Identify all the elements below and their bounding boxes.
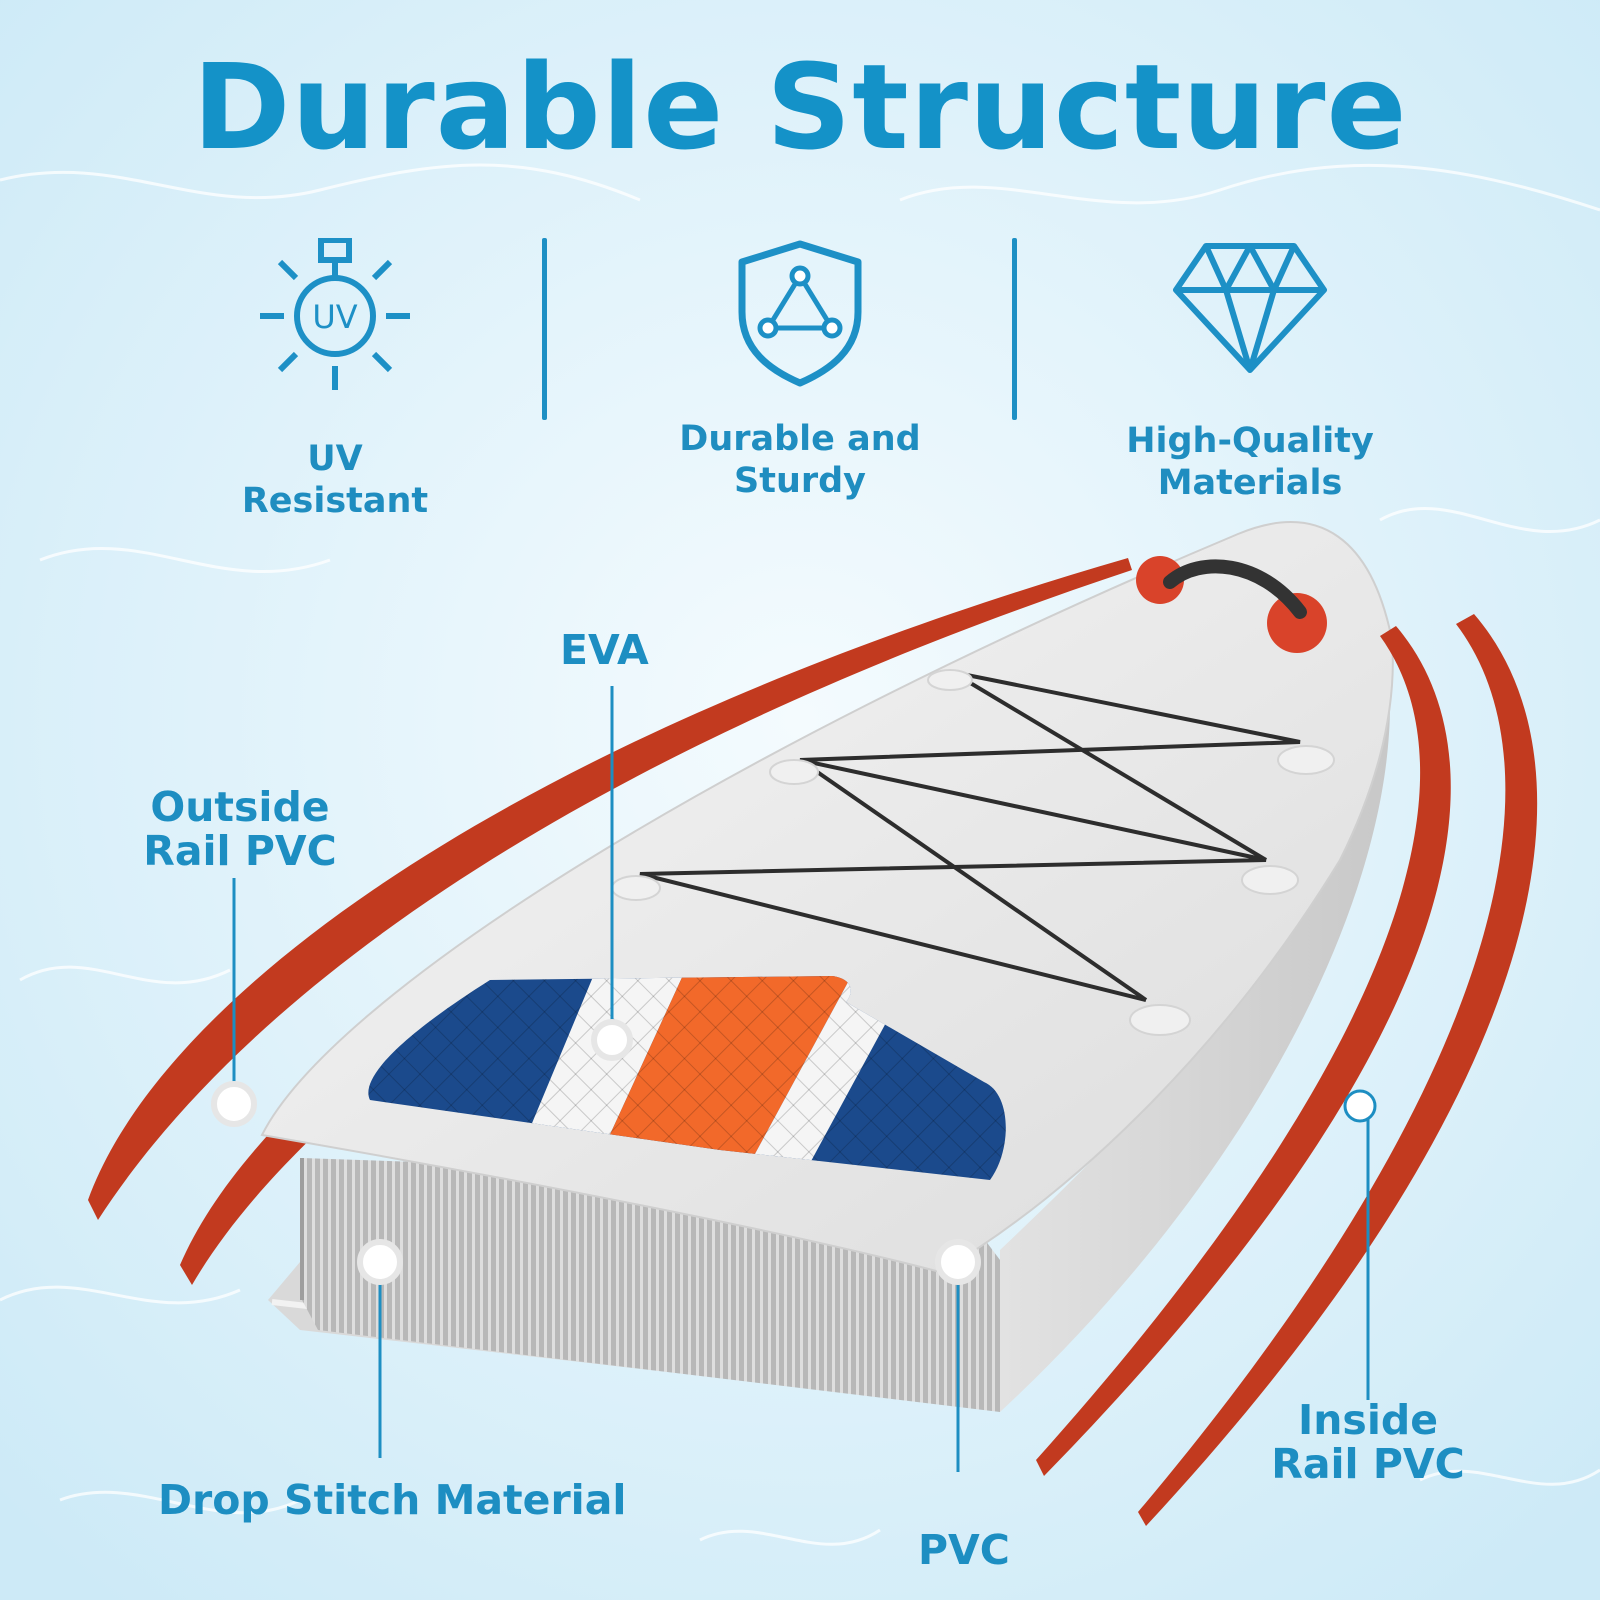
eva-marker-dot: [591, 1019, 633, 1061]
inside-rail-strip-outer: [1138, 614, 1538, 1526]
feature-uv-resistant: UV UV Resistant: [210, 238, 460, 522]
drop-stitch-label: Drop Stitch Material: [158, 1476, 627, 1524]
pvc-marker-dot: [935, 1239, 981, 1285]
inside-rail-marker-dot: [1343, 1089, 1377, 1123]
pvc-label: PVC: [918, 1526, 1010, 1574]
inside-rail-strip-inner: [1036, 626, 1451, 1476]
feature-label-quality-line1: High-Quality: [1126, 421, 1374, 461]
outside-rail-label-line1: Outside: [150, 783, 330, 831]
outside-rail-label-line2: Rail PVC: [143, 827, 337, 875]
feature-label-durable-line1: Durable and: [679, 419, 921, 459]
outside-rail-marker-dot: [211, 1081, 257, 1127]
bungee-anchors: [611, 669, 1335, 1036]
inside-rail-label-line1: Inside: [1297, 1396, 1439, 1444]
handle-mount-left: [1136, 556, 1184, 604]
handle-mount-right: [1267, 593, 1327, 653]
feature-durable-sturdy: Durable and Sturdy: [660, 238, 940, 502]
inside-rail-label-line2: Rail PVC: [1271, 1440, 1465, 1488]
bungee-cords: [639, 670, 1301, 1002]
inside-rail-label: Inside Rail PVC: [1268, 1398, 1468, 1486]
uv-badge-text: UV: [312, 298, 357, 336]
eva-label: EVA: [560, 626, 649, 674]
uv-sun-icon: UV: [260, 238, 410, 390]
feature-label-durable-line2: Sturdy: [734, 461, 866, 501]
feature-label-quality-line2: Materials: [1157, 463, 1343, 503]
diamond-icon: [1173, 243, 1327, 373]
page-title: Durable Structure: [192, 38, 1408, 176]
feature-divider: [542, 238, 547, 420]
feature-high-quality: High-Quality Materials: [1110, 238, 1390, 504]
feature-divider: [1012, 238, 1017, 420]
outside-rail-label: Outside Rail PVC: [120, 785, 360, 873]
drop-stitch-marker-dot: [357, 1239, 403, 1285]
carry-handle: [1163, 559, 1307, 619]
feature-label-uv: UV Resistant: [241, 439, 429, 521]
shield-icon: [738, 240, 862, 387]
